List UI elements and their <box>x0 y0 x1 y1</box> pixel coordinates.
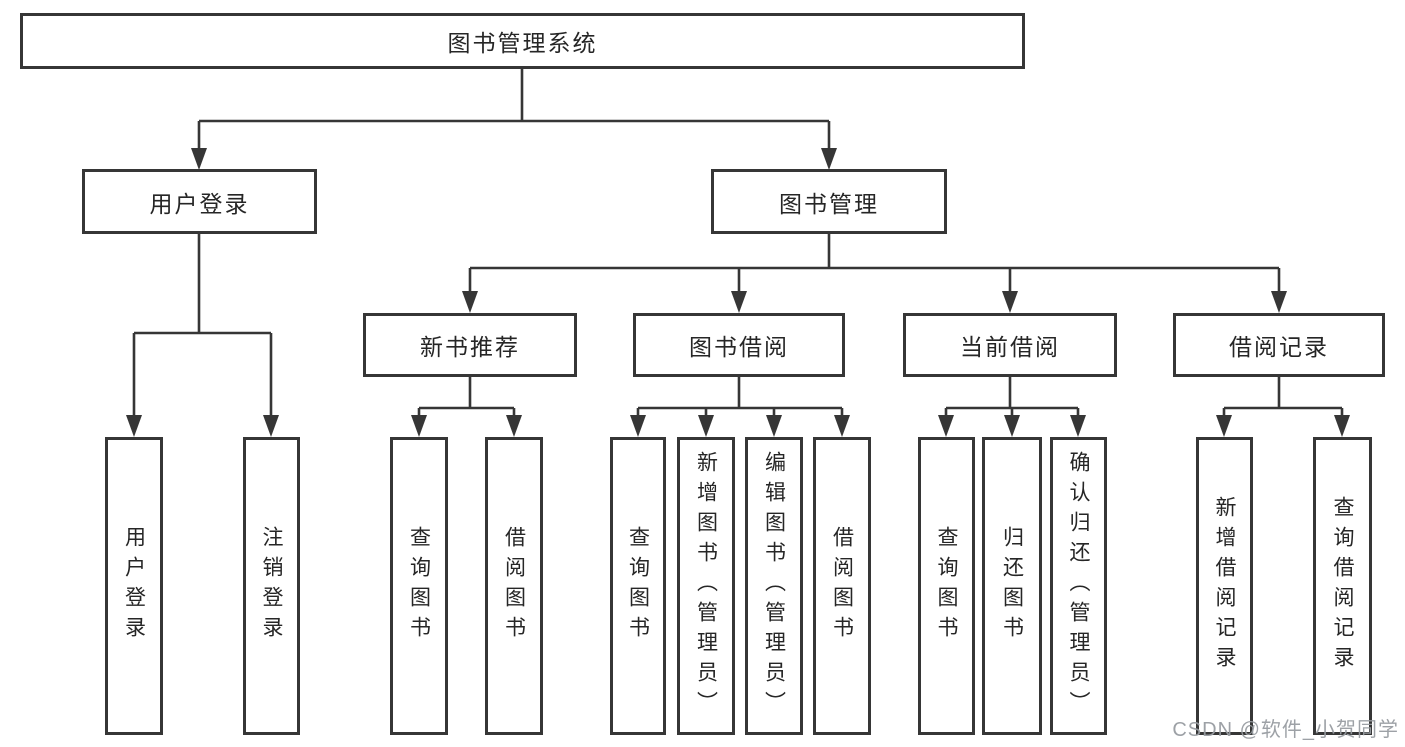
connector-arrow <box>766 408 782 437</box>
node-label: 注销登录 <box>260 526 283 646</box>
node-label: 用户登录 <box>122 526 146 646</box>
node-leaf-query-books-3: 查询图书 <box>918 437 975 735</box>
connector-arrow <box>1271 268 1287 313</box>
connector-new-book-recommend <box>419 377 514 410</box>
connector-arrow <box>462 268 478 313</box>
connector-arrow <box>1002 268 1018 313</box>
node-leaf-add-borrow-record: 新增借阅记录 <box>1196 437 1253 735</box>
node-book-management: 图书管理 <box>711 169 947 234</box>
node-label: 确认归还（管理员） <box>1067 451 1090 721</box>
node-borrow-records: 借阅记录 <box>1173 313 1385 377</box>
connector-arrow <box>411 408 427 437</box>
connector-arrow <box>1334 408 1350 437</box>
node-label: 图书管理系统 <box>447 30 598 56</box>
connector-root <box>199 69 829 123</box>
connector-arrow <box>1070 408 1086 437</box>
node-label: 图书借阅 <box>689 334 789 360</box>
connector-arrow <box>191 121 207 170</box>
connector-arrow <box>1004 408 1020 437</box>
node-label: 新书推荐 <box>420 334 520 360</box>
node-leaf-query-books-1: 查询图书 <box>390 437 448 735</box>
node-label: 新增借阅记录 <box>1213 496 1236 676</box>
node-new-book-recommend: 新书推荐 <box>363 313 577 377</box>
connector-book-management <box>470 234 1279 270</box>
node-label: 新增图书（管理员） <box>694 451 718 721</box>
node-leaf-logout: 注销登录 <box>243 437 300 735</box>
node-leaf-add-books-admin: 新增图书（管理员） <box>677 437 735 735</box>
node-leaf-user-login: 用户登录 <box>105 437 163 735</box>
node-leaf-return-books: 归还图书 <box>982 437 1042 735</box>
node-leaf-edit-books-admin: 编辑图书（管理员） <box>745 437 803 735</box>
node-label: 查询图书 <box>626 526 650 646</box>
node-current-borrow: 当前借阅 <box>903 313 1117 377</box>
node-leaf-query-books-2: 查询图书 <box>610 437 666 735</box>
connector-user-login <box>134 234 271 335</box>
node-leaf-borrow-books-1: 借阅图书 <box>485 437 543 735</box>
node-label: 借阅记录 <box>1229 334 1329 360</box>
node-label: 查询图书 <box>407 526 431 646</box>
node-label: 归还图书 <box>1000 526 1024 646</box>
connector-arrow <box>126 333 142 437</box>
connector-arrow <box>506 408 522 437</box>
connector-borrow-records <box>1224 377 1342 410</box>
node-user-login: 用户登录 <box>82 169 317 234</box>
node-label: 当前借阅 <box>960 334 1060 360</box>
node-leaf-confirm-return-admin: 确认归还（管理员） <box>1050 437 1107 735</box>
connector-arrow <box>821 121 837 170</box>
node-label: 图书管理 <box>779 190 879 217</box>
node-label: 借阅图书 <box>502 526 526 646</box>
connector-book-borrow <box>638 377 842 410</box>
csdn-watermark: CSDN @软件_小贺同学 <box>1172 719 1399 741</box>
node-label: 查询借阅记录 <box>1331 496 1354 676</box>
node-root-library-management-system: 图书管理系统 <box>20 13 1025 69</box>
connector-arrow <box>263 333 279 437</box>
connector-arrow <box>698 408 714 437</box>
node-leaf-borrow-books-2: 借阅图书 <box>813 437 871 735</box>
node-leaf-query-borrow-record: 查询借阅记录 <box>1313 437 1372 735</box>
node-book-borrow: 图书借阅 <box>633 313 845 377</box>
connector-arrow <box>1216 408 1232 437</box>
node-label: 用户登录 <box>149 190 250 217</box>
node-label: 编辑图书（管理员） <box>762 451 786 721</box>
connector-arrow <box>731 268 747 313</box>
connector-arrow <box>834 408 850 437</box>
node-label: 查询图书 <box>935 526 958 646</box>
node-label: 借阅图书 <box>830 526 854 646</box>
connector-arrow <box>938 408 954 437</box>
connector-arrow <box>630 408 646 437</box>
connector-current-borrow <box>946 377 1078 410</box>
